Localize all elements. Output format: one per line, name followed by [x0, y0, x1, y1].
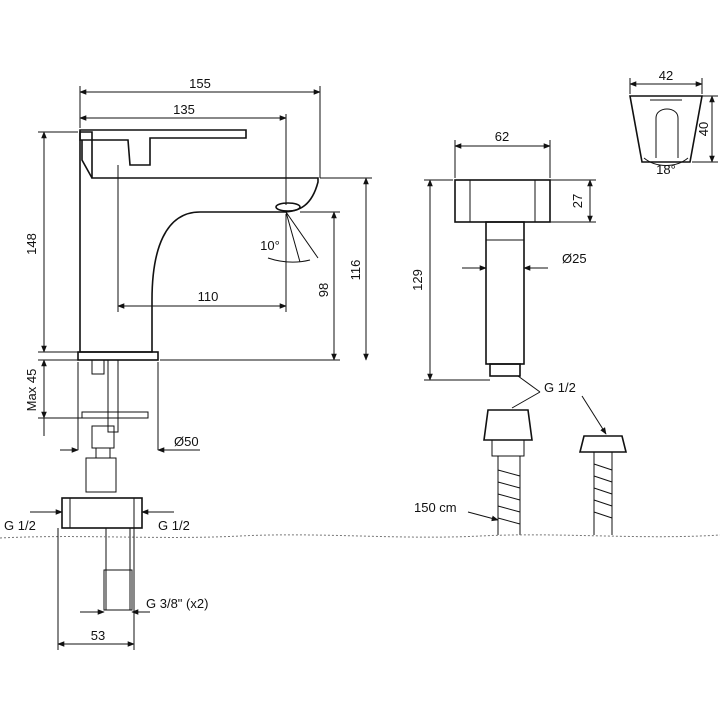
dim-135: 135: [173, 102, 195, 117]
dim-g12-shower: G 1/2: [544, 380, 576, 395]
dim-27: 27: [570, 194, 585, 208]
hand-shower: [454, 179, 628, 535]
dim-18deg: 18°: [656, 162, 676, 177]
dim-50: Ø50: [174, 434, 199, 449]
dim-25: Ø25: [562, 251, 587, 266]
dim-g12-left: G 1/2: [4, 518, 36, 533]
dim-110: 110: [198, 289, 219, 304]
floor-line: [0, 534, 720, 539]
dim-116: 116: [348, 260, 363, 281]
dim-hose-length: 150 cm: [414, 500, 457, 515]
faucet-body: [61, 129, 319, 611]
dim-129: 129: [410, 269, 425, 291]
dim-40: 40: [696, 122, 711, 136]
dim-53: 53: [91, 628, 105, 643]
dim-10deg: 10°: [260, 238, 280, 253]
dim-42: 42: [659, 68, 673, 83]
dim-148: 148: [24, 233, 39, 255]
dim-max45: Max 45: [24, 369, 39, 412]
dim-g12-right: G 1/2: [158, 518, 190, 533]
dim-155: 155: [189, 76, 211, 91]
dim-g38: G 3/8" (x2): [146, 596, 208, 611]
dim-62: 62: [495, 129, 509, 144]
dimension-lines: [30, 78, 718, 650]
holder: [629, 95, 703, 163]
dim-98: 98: [316, 283, 331, 297]
